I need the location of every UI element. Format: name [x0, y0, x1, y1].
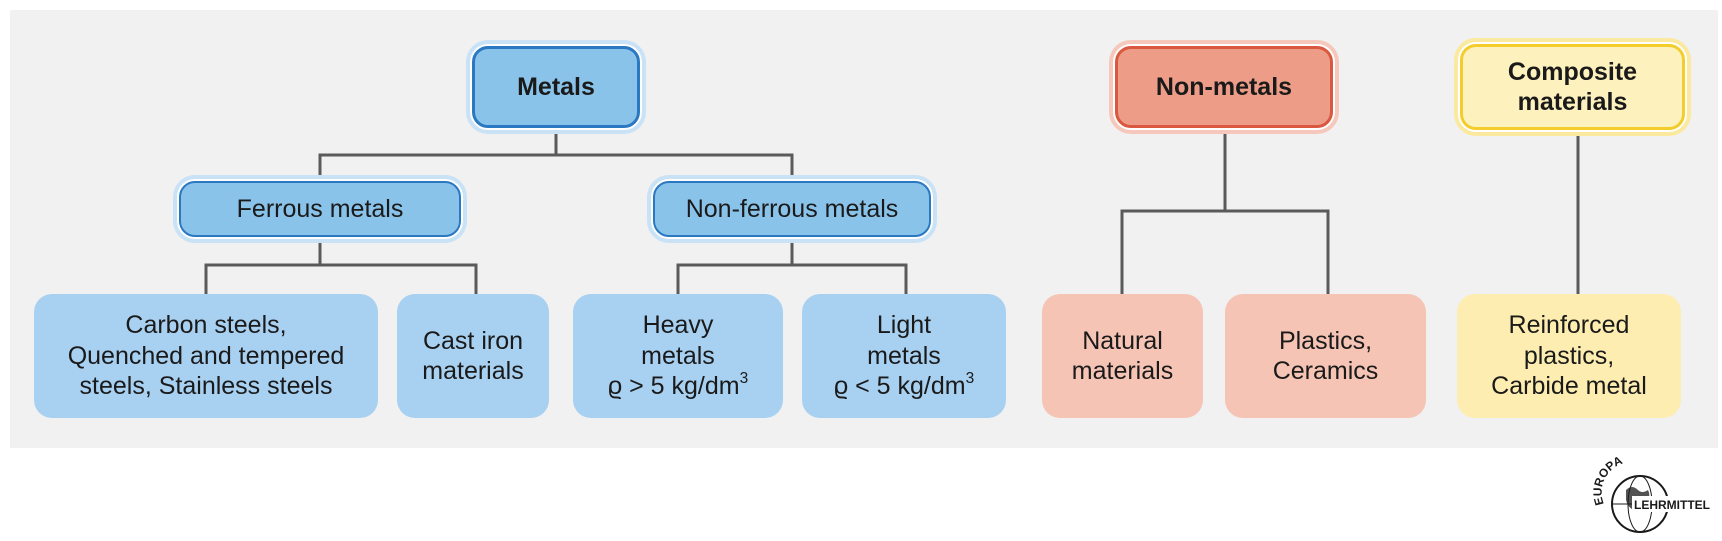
heavy-density-text: ϱ > 5 kg/dm — [607, 372, 740, 401]
reinforced-plastics-node: Reinforced plastics, Carbide metal — [1457, 294, 1681, 418]
light-density-exponent: 3 — [965, 370, 975, 388]
non-metals-label: Non-metals — [1155, 72, 1293, 101]
logo-text-bottom: LEHRMITTEL — [1634, 498, 1710, 512]
light-metals-node: Light metals ϱ < 5 kg/dm3 — [802, 294, 1006, 418]
europa-lehrmittel-logo: EUROPA LEHRMITTEL — [1591, 453, 1718, 533]
reinforced-plastics-label: Reinforced plastics, Carbide metal — [1491, 311, 1647, 401]
plastics-ceramics-label: Plastics, Ceramics — [1272, 326, 1379, 386]
natural-materials-node: Natural materials — [1042, 294, 1203, 418]
natural-materials-label: Natural materials — [1071, 326, 1174, 386]
ferrous-metals-node: Ferrous metals — [179, 181, 461, 237]
light-metals-line2: metals — [867, 341, 941, 370]
heavy-metals-line1: Heavy — [642, 311, 714, 340]
heavy-metals-line2: metals — [641, 341, 715, 370]
non-ferrous-metals-node: Non-ferrous metals — [653, 181, 931, 237]
composite-materials-node: Composite materials — [1460, 44, 1685, 130]
heavy-metals-node: Heavy metals ϱ > 5 kg/dm3 — [573, 294, 783, 418]
ferrous-metals-label: Ferrous metals — [236, 194, 404, 223]
metals-label: Metals — [517, 72, 595, 101]
light-metals-density: ϱ < 5 kg/dm3 — [834, 371, 974, 402]
cast-iron-node: Cast iron materials — [397, 294, 549, 418]
composite-materials-line2: materials — [1517, 88, 1628, 116]
composite-materials-line1: Composite — [1507, 57, 1638, 86]
carbon-steels-node: Carbon steels, Quenched and tempered ste… — [34, 294, 378, 418]
non-metals-node: Non-metals — [1115, 46, 1333, 128]
cast-iron-label: Cast iron materials — [422, 326, 524, 386]
metals-node: Metals — [472, 46, 640, 128]
light-density-text: ϱ < 5 kg/dm — [833, 372, 966, 401]
carbon-steels-label: Carbon steels, Quenched and tempered ste… — [67, 311, 345, 401]
light-metals-line1: Light — [876, 311, 932, 340]
non-ferrous-metals-label: Non-ferrous metals — [685, 194, 899, 223]
heavy-metals-density: ϱ > 5 kg/dm3 — [608, 371, 748, 402]
heavy-density-exponent: 3 — [739, 370, 749, 388]
plastics-ceramics-node: Plastics, Ceramics — [1225, 294, 1426, 418]
